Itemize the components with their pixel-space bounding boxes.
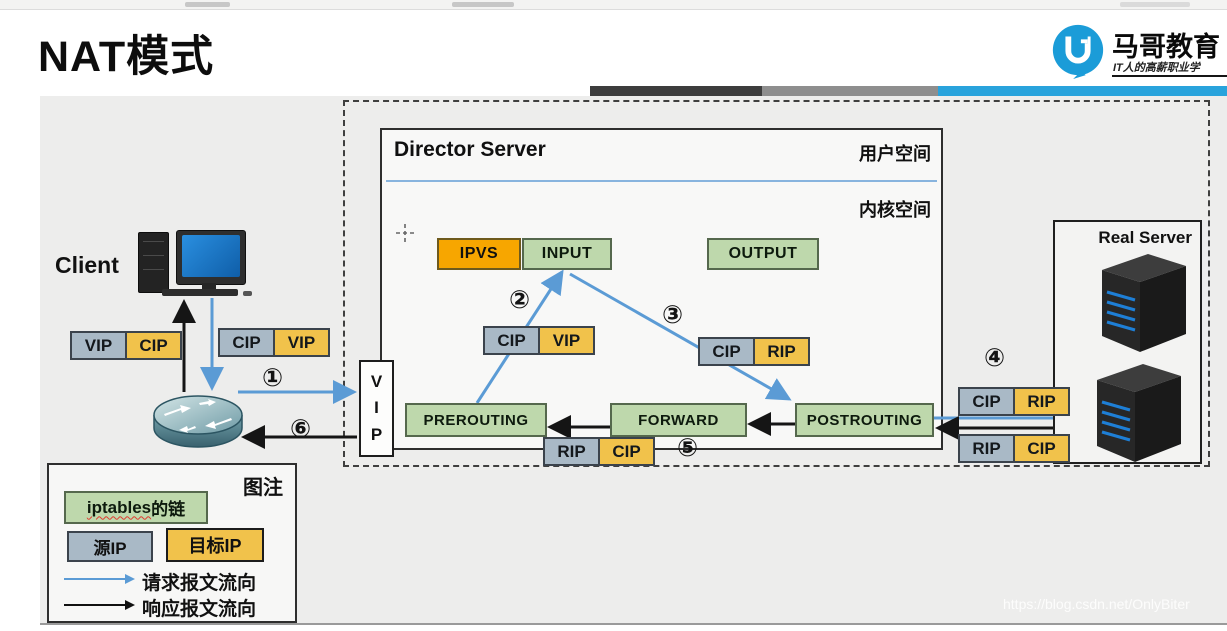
legend-request-arrow xyxy=(64,574,135,584)
magedu-logo-icon xyxy=(1052,24,1104,79)
legend-title: 图注 xyxy=(243,477,283,499)
prerouting-box: PREROUTING xyxy=(405,403,547,437)
ip-pair-director-in: CIP VIP xyxy=(483,326,595,355)
ip-pair-rs-response: RIP CIP xyxy=(958,434,1070,463)
step-5: ⑤ xyxy=(677,434,699,462)
user-space-label: 用户空间 xyxy=(859,144,931,164)
step-1: ① xyxy=(262,364,284,392)
page-title: NAT模式 xyxy=(38,33,215,81)
browser-strip xyxy=(0,0,1227,10)
divider-bar-gray xyxy=(762,86,938,96)
ip-pair-rs-request: CIP RIP xyxy=(958,387,1070,416)
legend-response-label: 响应报文流向 xyxy=(142,599,257,620)
router-icon xyxy=(153,395,243,448)
input-box: INPUT xyxy=(522,238,612,270)
brand-underline xyxy=(1112,75,1227,77)
legend-source-ip: 源IP xyxy=(67,531,153,562)
ip-pair-client-left: VIP CIP xyxy=(70,331,182,360)
legend-response-arrow xyxy=(64,600,135,610)
director-server-title: Director Server xyxy=(394,138,546,161)
forward-box: FORWARD xyxy=(610,403,747,437)
client-label: Client xyxy=(55,252,119,278)
diagram-canvas: Director Server 用户空间 内核空间 IPVS INPUT OUT… xyxy=(40,96,1227,625)
ip-pair-director-bottom: RIP CIP xyxy=(543,437,655,466)
ip-pair-client-right: CIP VIP xyxy=(218,328,330,357)
step-4: ④ xyxy=(984,344,1006,372)
divider-bar-dark xyxy=(590,86,762,96)
postrouting-box: POSTROUTING xyxy=(795,403,934,437)
kernel-boundary-dashed-box xyxy=(343,100,1210,467)
real-server-2-icon xyxy=(1097,364,1181,462)
step-3: ③ xyxy=(662,301,684,329)
vip-interface-box: V I P xyxy=(359,360,394,457)
step-2: ② xyxy=(509,286,531,314)
legend-request-label: 请求报文流向 xyxy=(142,573,257,594)
ip-pair-director-out: CIP RIP xyxy=(698,337,810,366)
step-6: ⑥ xyxy=(290,415,312,443)
browser-tab-fragment xyxy=(1120,2,1190,7)
director-server-box: Director Server 用户空间 内核空间 xyxy=(380,128,943,450)
crosshair-cursor-icon xyxy=(396,224,414,242)
client-computer-icon xyxy=(132,228,252,298)
divider-bar-blue xyxy=(938,86,1227,96)
user-kernel-divider xyxy=(386,180,937,182)
watermark: https://blog.csdn.net/OnlyBiter xyxy=(1003,596,1190,612)
brand-tagline: IT人的高薪职业学 xyxy=(1113,62,1200,74)
real-server-1-icon xyxy=(1102,254,1186,352)
browser-tab-fragment xyxy=(185,2,230,7)
output-box: OUTPUT xyxy=(707,238,819,270)
ipvs-box: IPVS xyxy=(437,238,521,270)
brand-name: 马哥教育 xyxy=(1112,32,1220,62)
legend-target-ip: 目标IP xyxy=(166,528,264,562)
real-server-title: Real Server xyxy=(1098,228,1192,247)
browser-tab-fragment xyxy=(452,2,514,7)
kernel-space-label: 内核空间 xyxy=(859,200,931,220)
